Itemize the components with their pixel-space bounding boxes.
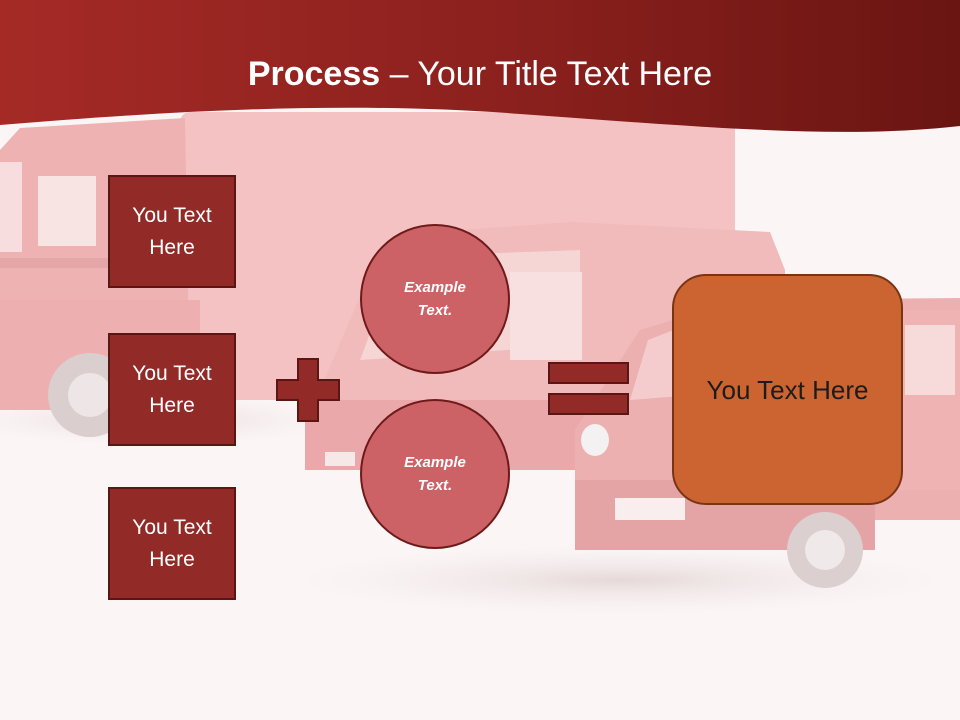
example-circle-label: Example Text.	[404, 454, 466, 494]
plus-icon	[276, 358, 340, 422]
slide-title: Process – Your Title Text Here	[0, 52, 960, 96]
example-circle-1: Example Text.	[360, 224, 510, 374]
input-box-2: You Text Here	[108, 333, 236, 446]
input-box-1: You Text Here	[108, 175, 236, 288]
result-box-label: You Text Here	[706, 374, 869, 405]
input-box-label: You Text Here	[132, 203, 212, 259]
example-circle-label: Example Text.	[404, 279, 466, 319]
title-bold: Process	[247, 55, 381, 93]
title-rest: – Your Title Text Here	[380, 55, 713, 93]
input-box-label: You Text Here	[132, 515, 212, 571]
example-circle-2: Example Text.	[360, 399, 510, 549]
input-box-3: You Text Here	[108, 487, 236, 600]
result-box: You Text Here	[672, 274, 903, 505]
equals-icon	[548, 362, 629, 415]
input-box-label: You Text Here	[132, 361, 212, 417]
header-band	[0, 0, 960, 132]
